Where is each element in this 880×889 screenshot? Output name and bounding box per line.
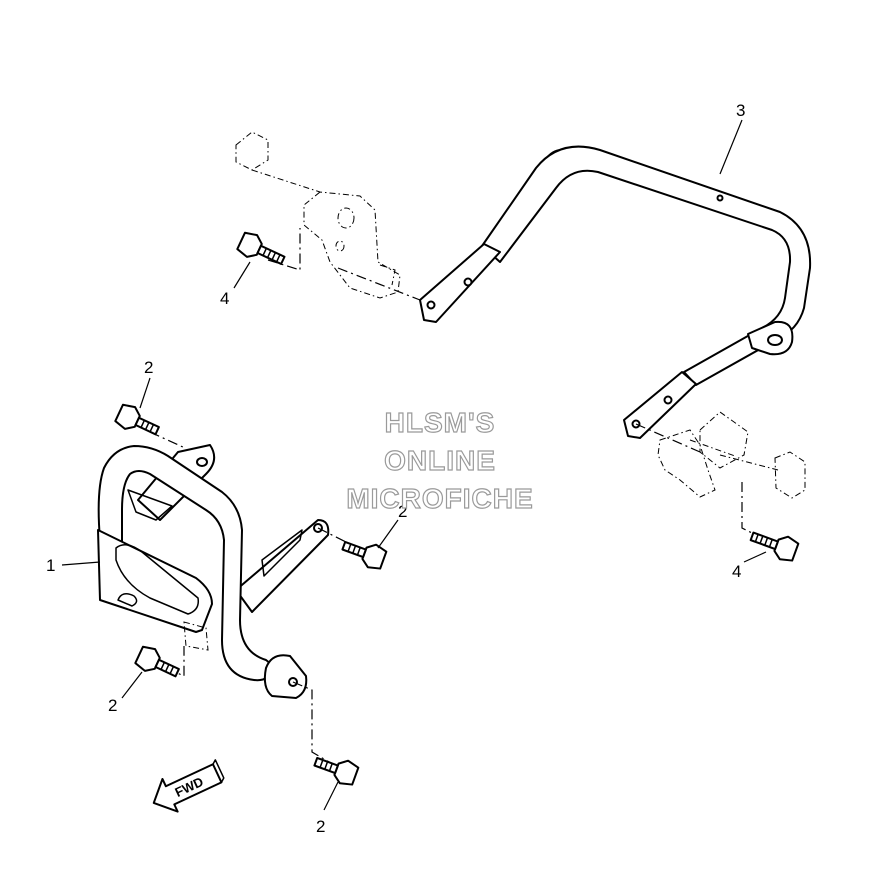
bolt-line-right-4 — [741, 482, 767, 541]
bolt-part-4-left — [236, 231, 286, 265]
leader-2-right — [377, 519, 399, 549]
leader-4-right — [743, 551, 767, 563]
leader-2-left — [121, 671, 143, 699]
rear-mount-phantom-left — [235, 131, 401, 299]
callout-part-2-right: 2 — [398, 502, 407, 521]
bolt-part-2-right — [341, 540, 388, 570]
callout-part-4-right: 4 — [732, 562, 741, 581]
bolt-part-2-left — [134, 645, 180, 678]
bolt-part-4-right — [749, 531, 800, 562]
watermark-line-1: HLSM'S — [385, 407, 496, 438]
callout-part-3: 3 — [736, 101, 745, 120]
callout-part-4-left: 4 — [220, 289, 229, 308]
front-guard-part-1 — [61, 444, 330, 699]
rear-guard-part-3 — [419, 119, 812, 439]
leader-2-bottom — [323, 781, 339, 811]
leader-2-top — [139, 377, 151, 409]
callout-part-1: 1 — [46, 556, 55, 575]
watermark-line-2: ONLINE — [384, 445, 496, 476]
rear-mount-phantom-right — [657, 411, 806, 499]
bolt-line-rear-tab — [337, 267, 421, 301]
bolt-part-2-bottom — [313, 756, 360, 786]
bolt-part-2-top — [114, 403, 160, 436]
bolt-line-left-4 — [267, 228, 301, 271]
bolt-line-right-2 — [317, 527, 359, 549]
watermark-line-3: MICROFICHE — [346, 483, 533, 514]
callout-part-2-top: 2 — [144, 358, 153, 377]
forward-arrow-icon: FWD — [152, 759, 225, 813]
watermark: HLSM'S ONLINE MICROFICHE — [346, 406, 534, 514]
callout-part-2-left: 2 — [108, 696, 117, 715]
leader-4-left — [233, 261, 251, 289]
bolt-line-right-tab — [635, 423, 701, 453]
callout-part-2-bottom: 2 — [316, 817, 325, 836]
